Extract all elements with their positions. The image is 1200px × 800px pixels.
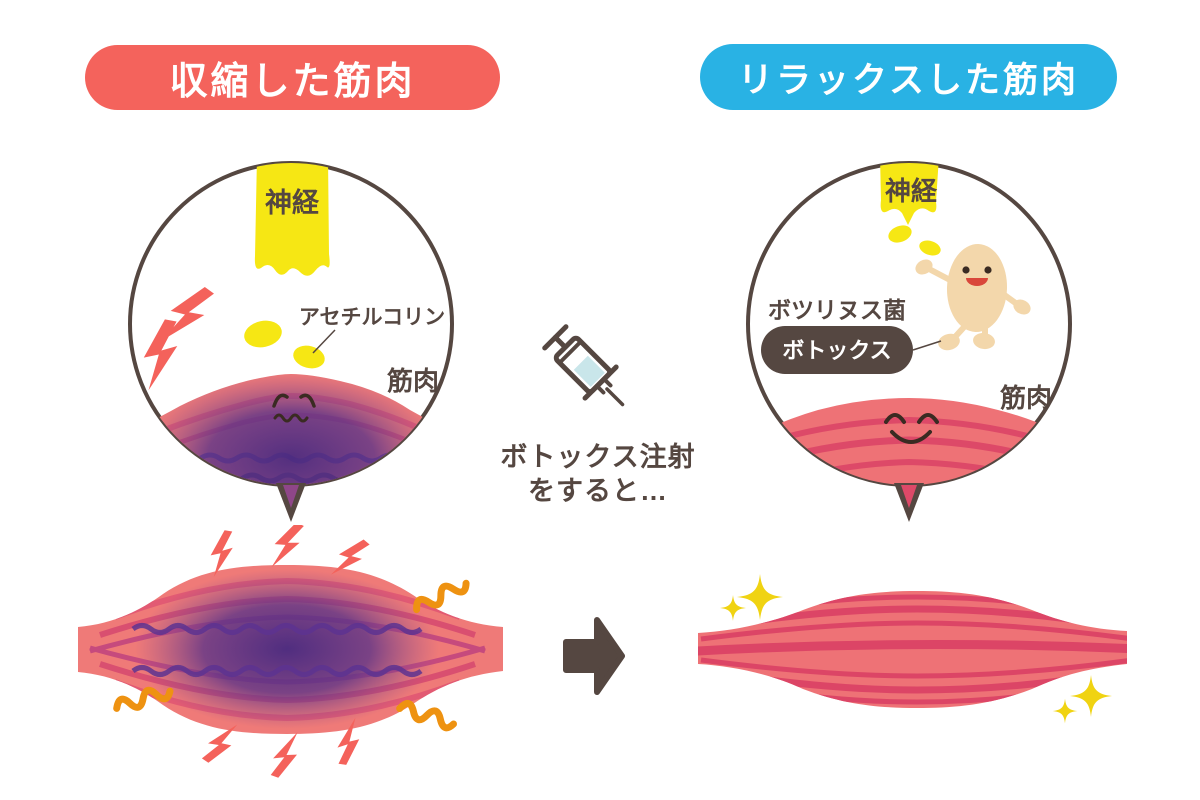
caption-line-2: をすると… — [528, 476, 668, 506]
arrow-right-icon — [563, 617, 625, 695]
nerve-label: 神経 — [265, 187, 320, 218]
happy-face — [884, 413, 939, 444]
circle-tail — [894, 483, 924, 522]
smile-mouth — [966, 278, 988, 286]
nerve-shape — [880, 163, 939, 225]
muscle-texture — [89, 569, 486, 729]
relaxed-muscle-full — [698, 574, 1127, 724]
botox-badge — [761, 326, 913, 374]
contracted-muscle-full — [78, 525, 503, 779]
bacteria-label: ボツリヌス菌 — [768, 297, 906, 323]
relaxed-muscle-circle: ボトックス 神経 ボツリヌス菌 筋肉 — [746, 161, 1072, 522]
bacteria-character — [915, 244, 1031, 351]
contracted-muscle-banner: 収縮した筋肉 — [85, 45, 500, 110]
botox-pointer-line — [912, 340, 942, 351]
caption-line-1: ボトックス注射 — [500, 442, 696, 472]
contracted-muscle-circle: 神経 アセチルコリン 筋肉 — [128, 161, 454, 522]
muscle-body — [698, 591, 1127, 708]
acetylcholine-label: アセチルコリン — [299, 306, 445, 329]
nerve-label: 神経 — [885, 176, 938, 206]
relaxed-muscle-banner: リラックスした筋肉 — [700, 44, 1117, 110]
nerve-droplets — [888, 225, 941, 256]
distressed-face — [272, 393, 316, 423]
botox-badge-label: ボトックス — [782, 338, 891, 363]
acetylcholine-pointer-line — [312, 329, 336, 354]
circle-tail — [276, 483, 306, 522]
injection-caption: ボトックス注射 をすると… — [478, 440, 718, 508]
muscle-label: 筋肉 — [387, 366, 439, 396]
muscle-label: 筋肉 — [1000, 383, 1052, 413]
acetylcholine-blobs — [244, 320, 325, 369]
syringe-icon — [542, 324, 625, 407]
nerve-shape — [254, 163, 330, 276]
